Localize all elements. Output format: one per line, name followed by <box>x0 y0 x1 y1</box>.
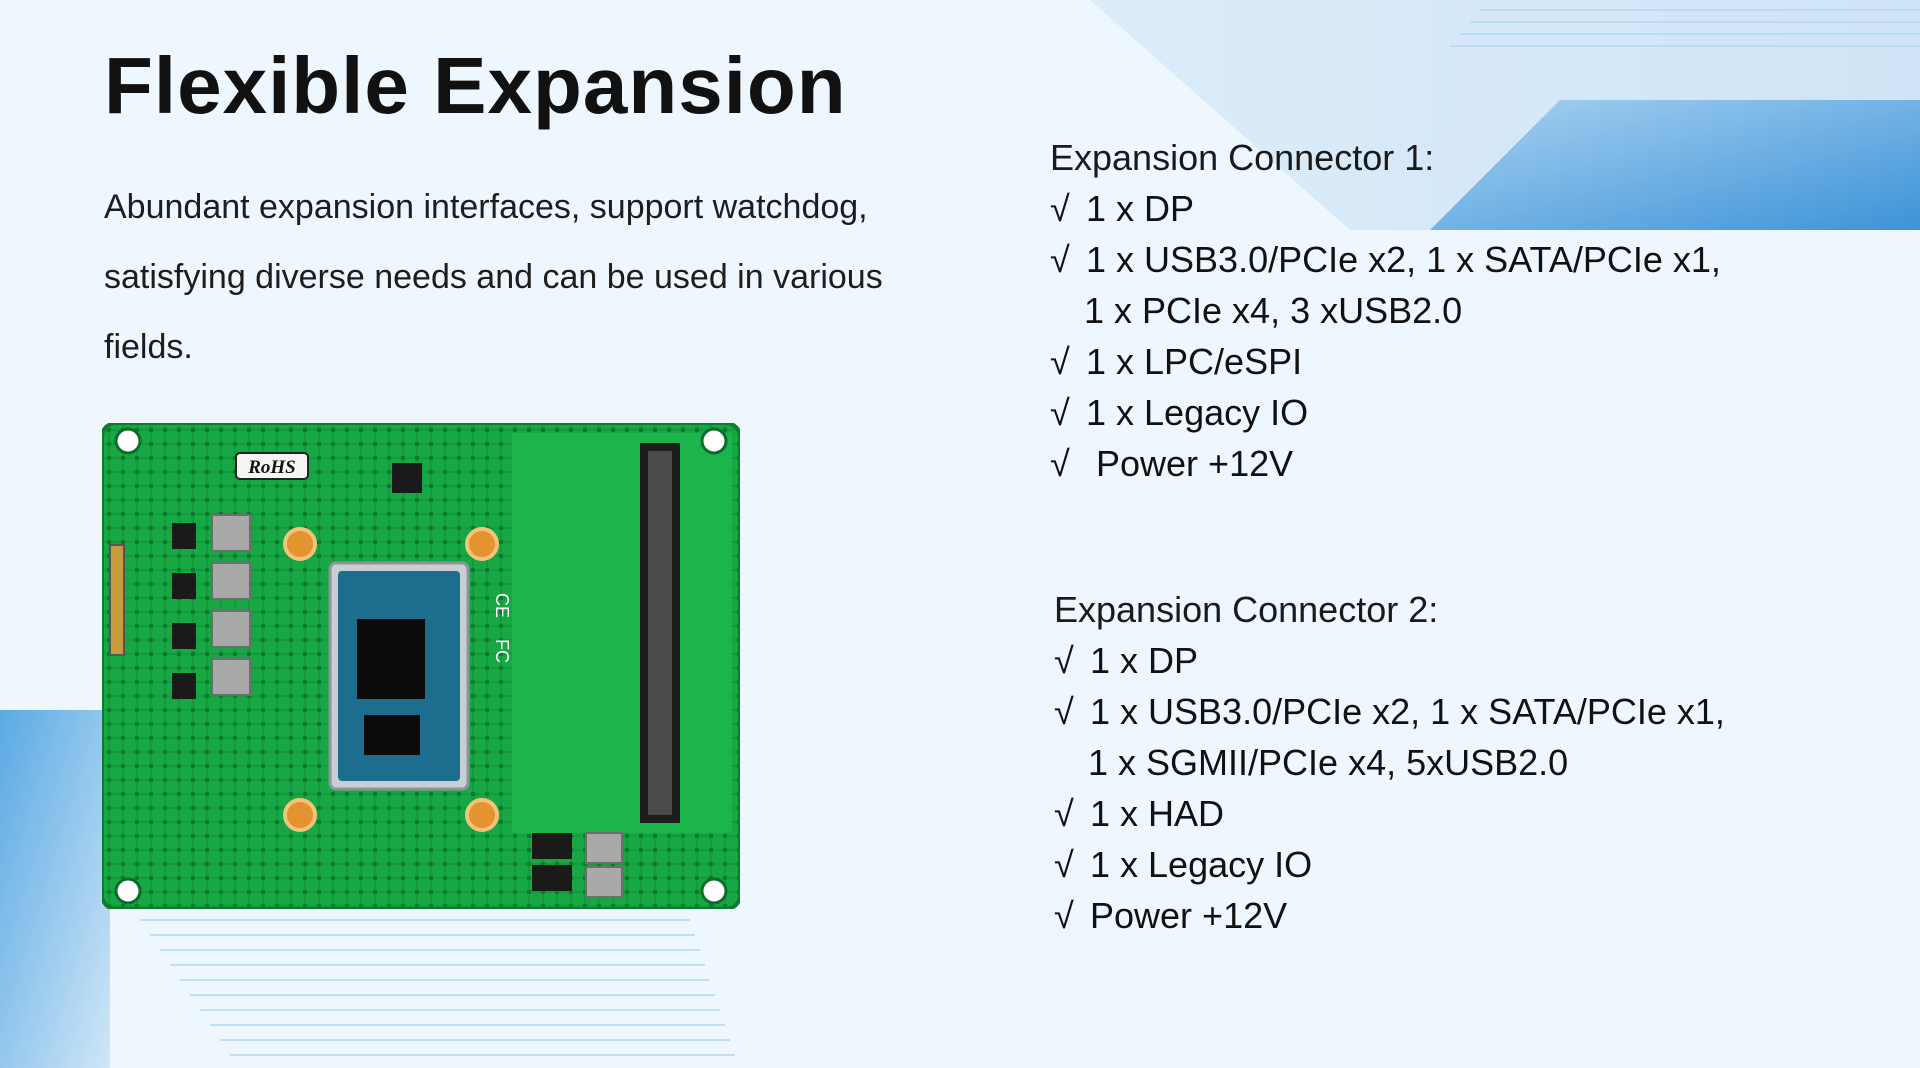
connector-1-list: √1 x DP √1 x USB3.0/PCIe x2, 1 x SATA/PC… <box>1050 183 1721 489</box>
connector-1-heading: Expansion Connector 1: <box>1050 137 1435 178</box>
check-icon: √ <box>1050 239 1070 280</box>
check-icon: √ <box>1050 188 1070 229</box>
fc-mark: FC <box>492 639 512 663</box>
list-item: √1 x HAD <box>1054 788 1725 839</box>
list-item: √1 x USB3.0/PCIe x2, 1 x SATA/PCIe x1, <box>1050 234 1721 285</box>
intro-text: Abundant expansion interfaces, support w… <box>104 188 883 366</box>
expansion-connector-2: Expansion Connector 2: √1 x DP √1 x USB3… <box>1054 584 1725 941</box>
pcb-board-image: RoHS CE FC <box>102 423 740 909</box>
list-item: √1 x DP <box>1050 183 1721 234</box>
list-item: √Power +12V <box>1054 890 1725 941</box>
connector-2-list: √1 x DP √1 x USB3.0/PCIe x2, 1 x SATA/PC… <box>1054 635 1725 941</box>
rohs-logo: RoHS <box>247 457 296 478</box>
list-item: √1 x Legacy IO <box>1054 839 1725 890</box>
check-icon: √ <box>1054 640 1074 681</box>
check-icon: √ <box>1050 341 1070 382</box>
check-icon: √ <box>1050 392 1070 433</box>
connector-2-heading: Expansion Connector 2: <box>1054 589 1439 630</box>
list-item: √1 x Legacy IO <box>1050 387 1721 438</box>
ce-mark: CE <box>492 593 512 618</box>
list-item: √1 x USB3.0/PCIe x2, 1 x SATA/PCIe x1, <box>1054 686 1725 737</box>
list-item: √1 x LPC/eSPI <box>1050 336 1721 387</box>
expansion-connector-1: Expansion Connector 1: √1 x DP √1 x USB3… <box>1050 132 1721 489</box>
page-title: Flexible Expansion <box>104 41 847 130</box>
check-icon: √ <box>1054 844 1074 885</box>
check-icon: √ <box>1050 443 1070 484</box>
check-icon: √ <box>1054 691 1074 732</box>
list-item: 1 x PCIe x4, 3 xUSB2.0 <box>1084 290 1463 331</box>
check-icon: √ <box>1054 793 1074 834</box>
list-item: √ Power +12V <box>1050 438 1721 489</box>
check-icon: √ <box>1054 895 1074 936</box>
list-item: √1 x DP <box>1054 635 1725 686</box>
list-item: 1 x SGMII/PCIe x4, 5xUSB2.0 <box>1088 742 1569 783</box>
